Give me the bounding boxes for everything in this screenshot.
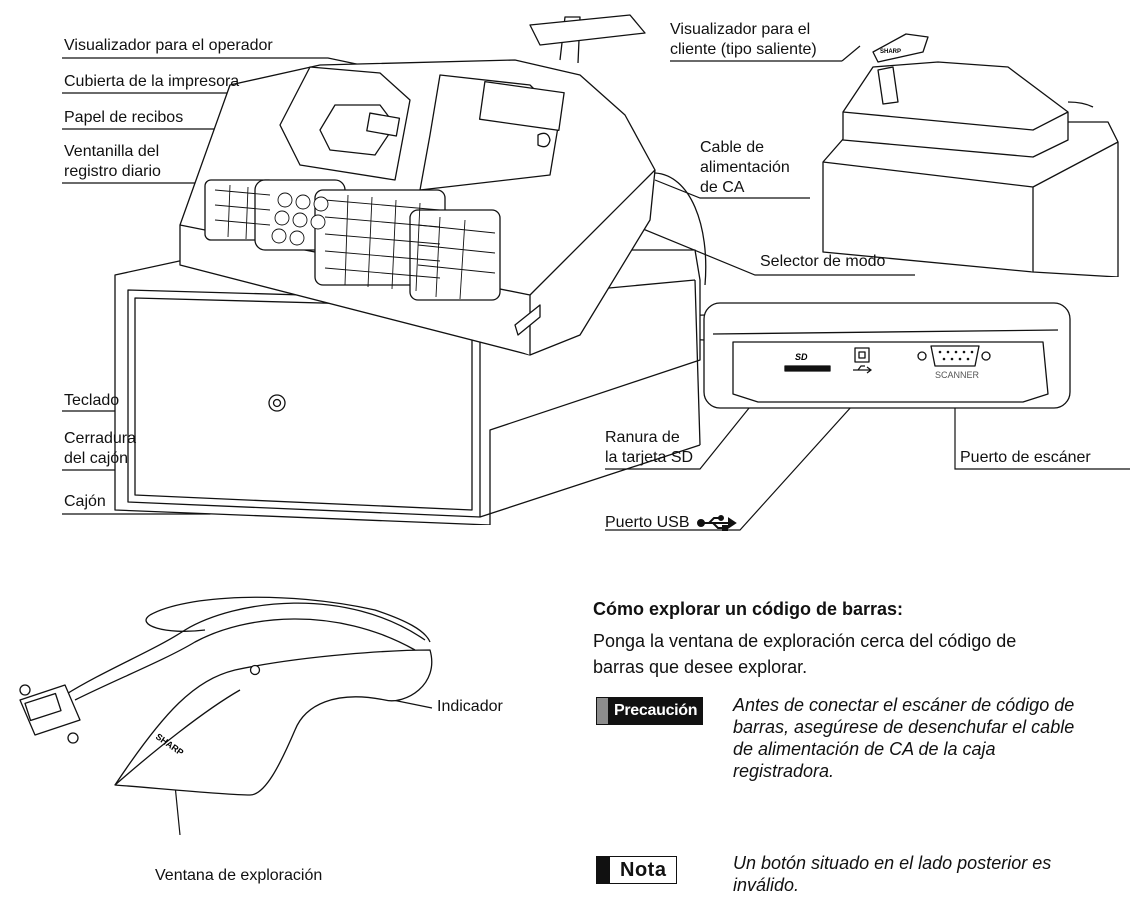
sd-logo: SD: [795, 352, 808, 362]
label-mode-switch: Selector de modo: [760, 253, 886, 270]
label-journal-window-2: registro diario: [64, 163, 161, 180]
caution-line-3: de alimentación de CA de la caja: [733, 739, 996, 759]
label-indicator: Indicador: [437, 698, 503, 715]
caution-line-4: registradora.: [733, 761, 835, 781]
instructions-body: Ponga la ventana de exploración cerca de…: [593, 628, 1132, 680]
label-usb-port-text: Puerto USB: [605, 514, 690, 531]
mode-switch-icon: [537, 132, 551, 148]
instructions-body-line-2: barras que desee explorar.: [593, 657, 808, 677]
label-sd-slot-1: Ranura de: [605, 429, 680, 446]
instructions-heading: Cómo explorar un código de barras:: [593, 599, 904, 619]
brand-logo-small: SHARP: [880, 49, 901, 55]
sd-slot-icon: [784, 365, 831, 372]
note-text: Un botón situado en el lado posterior es…: [733, 852, 1051, 896]
label-scanner-port: Puerto de escáner: [960, 449, 1091, 466]
serial-port-icon: [930, 345, 980, 367]
label-operator-display: Visualizador para el operador: [64, 37, 273, 54]
label-ac-cord-1: Cable de: [700, 139, 765, 156]
caution-badge-text: Precaución: [608, 697, 704, 725]
label-scan-window: Ventana de exploración: [155, 867, 323, 884]
cash-register-illustration: [114, 14, 707, 525]
note-badge-text: Nota: [610, 856, 678, 884]
label-drawer-lock-1: Cerradura: [64, 430, 137, 447]
caution-line-1: Antes de conectar el escáner de código d…: [733, 695, 1075, 715]
usb-symbol-icon: [853, 365, 872, 374]
caution-text: Antes de conectar el escáner de código d…: [733, 694, 1074, 782]
label-journal-window-1: Ventanilla del: [64, 143, 160, 160]
label-customer-display-1: Visualizador para el: [670, 21, 811, 38]
label-sd-slot-2: la tarjeta SD: [605, 449, 694, 466]
label-keyboard: Teclado: [64, 392, 120, 409]
label-receipt-paper: Papel de recibos: [64, 109, 184, 126]
label-ac-cord-2: alimentación: [700, 159, 790, 176]
label-drawer-lock-2: del cajón: [64, 450, 129, 467]
label-usb-port: Puerto USB: [605, 513, 737, 532]
label-drawer: Cajón: [64, 493, 106, 510]
connector-panel-illustration: SD SCANNER: [703, 302, 1071, 409]
note-line-2: inválido.: [733, 875, 800, 895]
label-ac-cord-3: de CA: [700, 179, 745, 196]
scanner-connector-label: SCANNER: [935, 370, 980, 380]
caution-badge: Precaución: [596, 697, 704, 725]
note-badge: Nota: [596, 856, 678, 884]
label-printer-cover: Cubierta de la impresora: [64, 73, 240, 90]
label-customer-display-2: cliente (tipo saliente): [670, 41, 817, 58]
note-line-1: Un botón situado en el lado posterior es: [733, 853, 1052, 873]
instructions-body-line-1: Ponga la ventana de exploración cerca de…: [593, 631, 1017, 651]
cash-register-side-illustration: SHARP: [822, 33, 1119, 277]
indicator-light-icon: [249, 664, 261, 676]
caution-line-2: barras, asegúrese de desenchufar el cabl…: [733, 717, 1075, 737]
barcode-scanner-illustration: SHARP: [19, 596, 433, 796]
usb-symbol-icon: [696, 514, 737, 531]
